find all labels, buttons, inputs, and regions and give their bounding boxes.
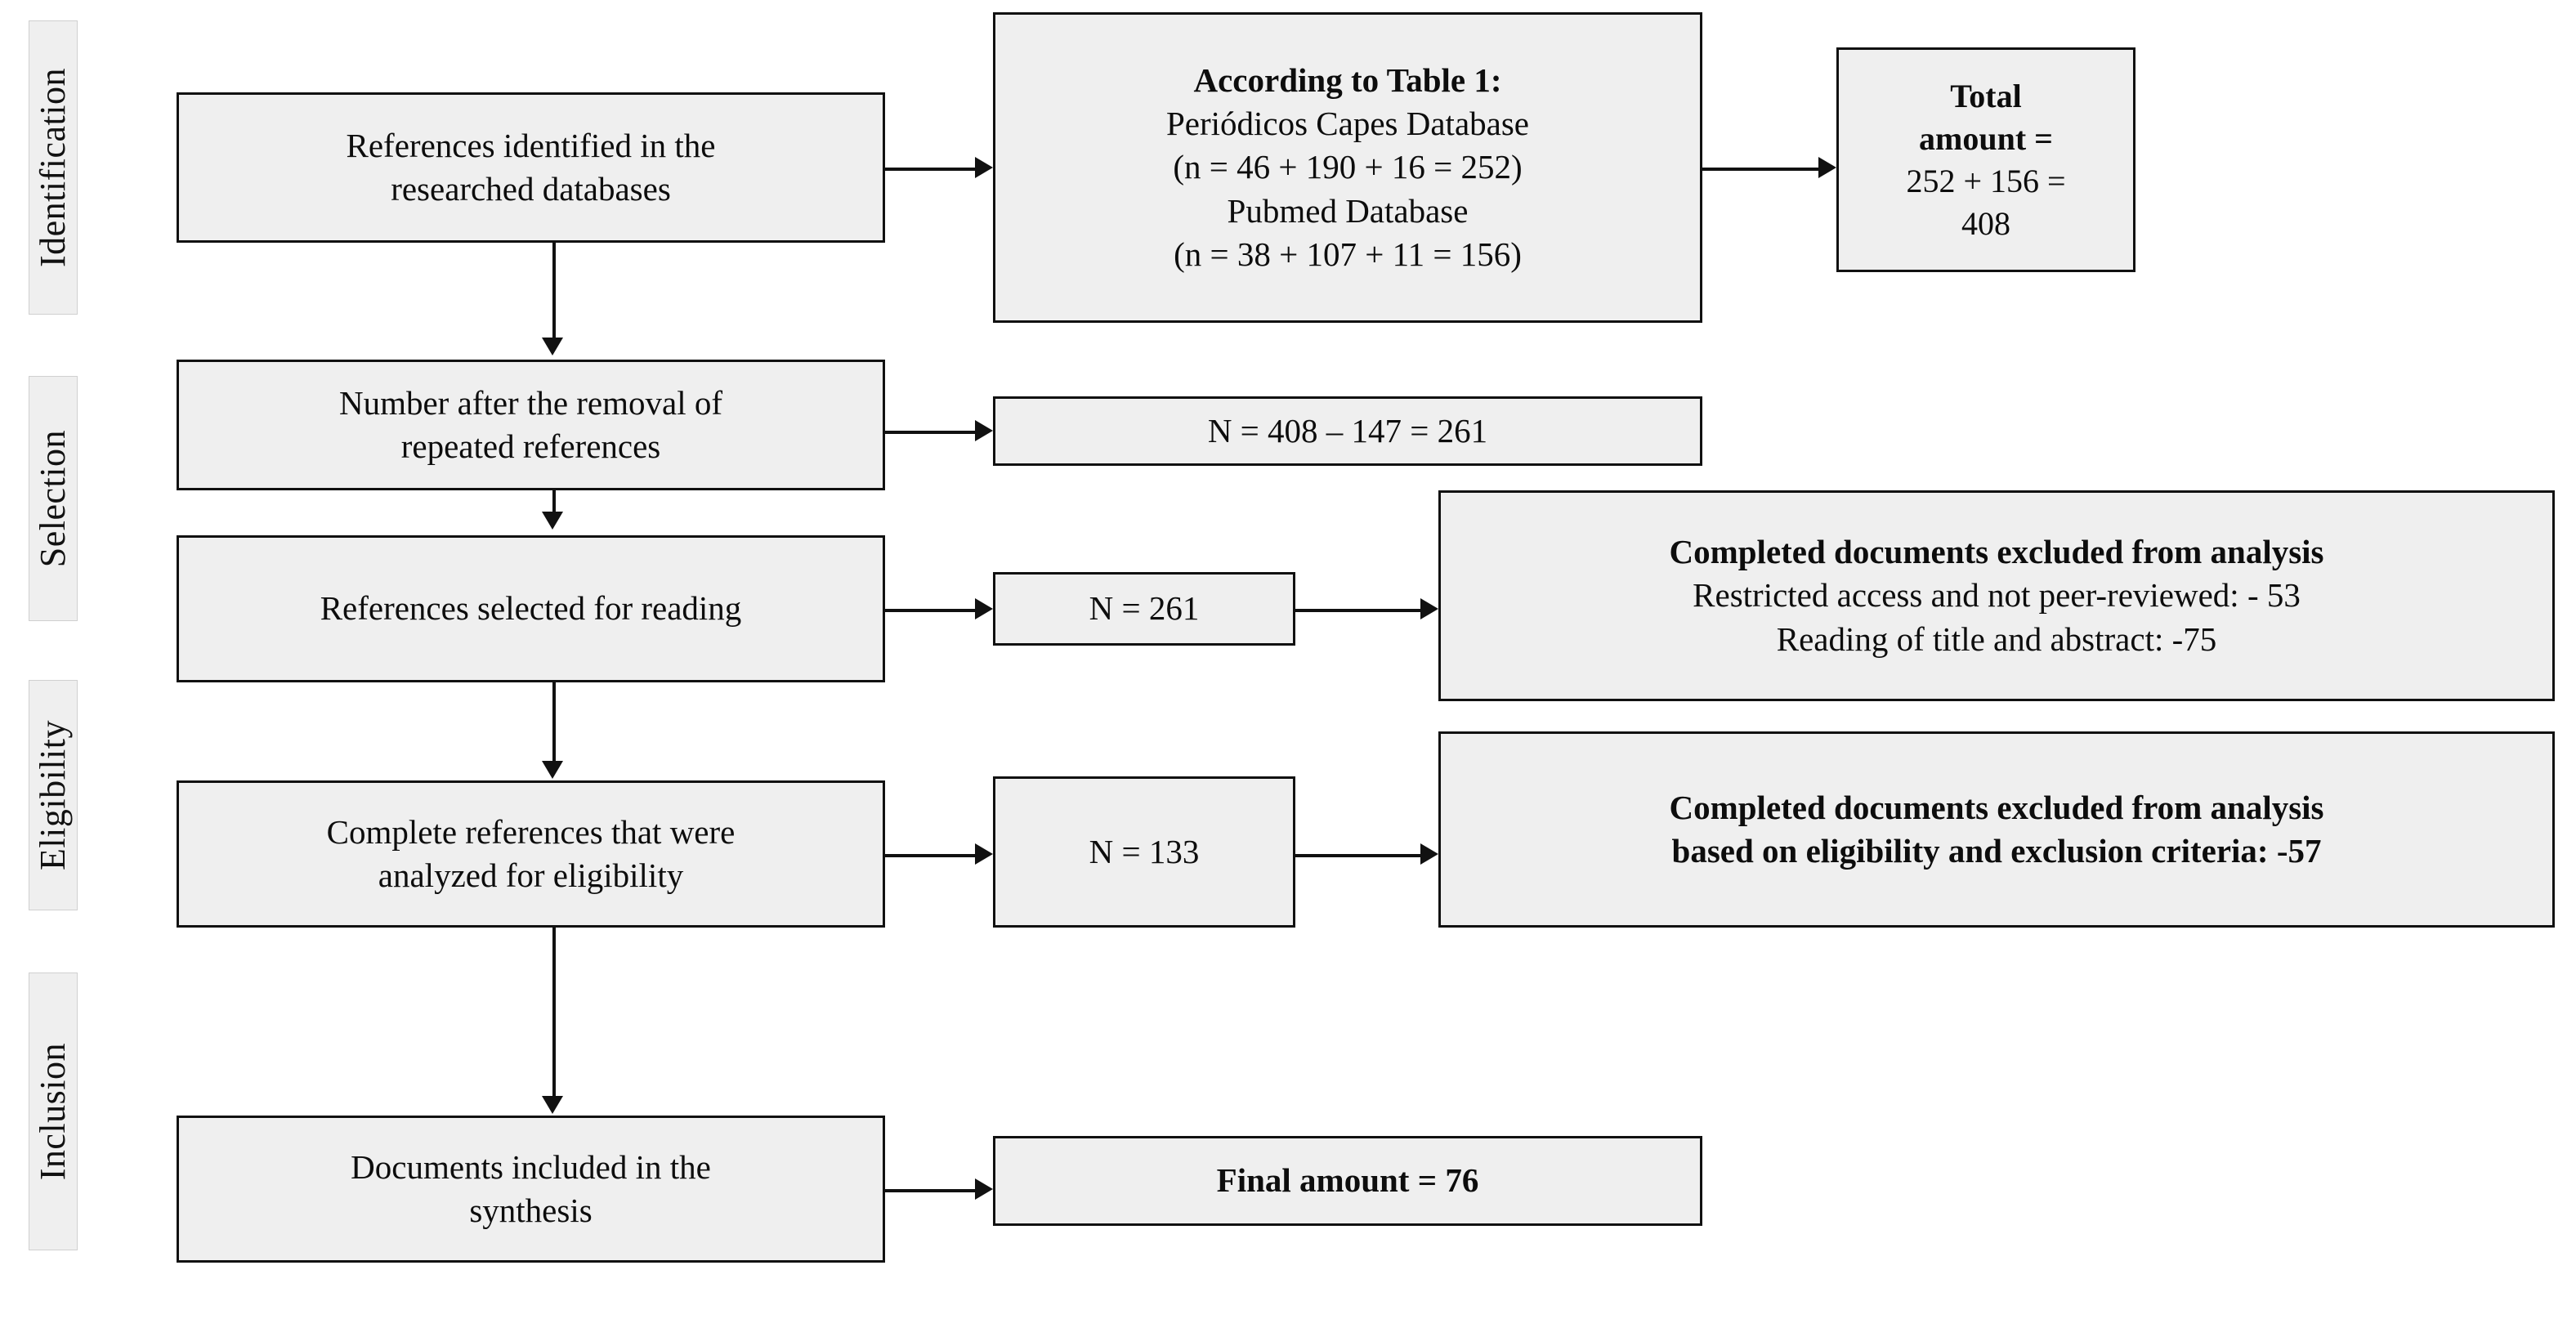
connector-eligibility-to-inclusion (552, 928, 556, 1098)
connector-count-to-excluded-selection (1295, 609, 1422, 612)
node-excluded-selection-line1: Completed documents excluded from analys… (1669, 533, 2324, 571)
connector-eligibility-to-count (885, 854, 977, 857)
phase-label-inclusion: Inclusion (29, 973, 78, 1250)
node-included-synthesis-line1: Documents included in the (351, 1147, 711, 1186)
node-according-to-table-line4: Pubmed Database (1227, 191, 1469, 230)
connector-selected-to-count (885, 609, 977, 612)
arrowhead-table-to-total (1818, 157, 1836, 178)
node-analyzed-eligibility-line2: analyzed for eligibility (378, 856, 684, 894)
phase-label-inclusion-text: Inclusion (33, 1042, 73, 1181)
node-analyzed-eligibility-line1: Complete references that were (326, 812, 736, 851)
phase-label-selection-text: Selection (33, 429, 73, 568)
arrowhead-identified-to-removal (542, 338, 563, 355)
node-according-to-table-line1: According to Table 1: (1193, 60, 1502, 99)
phase-label-identification-text: Identification (33, 67, 73, 267)
node-references-identified: References identified in the researched … (177, 92, 885, 243)
node-included-synthesis-line2: synthesis (469, 1192, 593, 1229)
node-references-identified-line2: researched databases (391, 170, 671, 208)
node-excluded-eligibility-line2: based on eligibility and exclusion crite… (1671, 832, 2322, 870)
node-according-to-table-line3: (n = 46 + 190 + 16 = 252) (1173, 148, 1523, 186)
node-excluded-eligibility-line1: Completed documents excluded from analys… (1669, 788, 2324, 826)
arrowhead-count-to-excluded-selection (1420, 598, 1438, 619)
node-after-removal: Number after the removal of repeated ref… (177, 360, 885, 490)
phase-label-identification: Identification (29, 20, 78, 315)
arrowhead-removal-to-selected (542, 512, 563, 530)
node-included-synthesis: Documents included in the synthesis (177, 1116, 885, 1263)
phase-label-eligibility-text: Eligibility (33, 720, 73, 870)
node-excluded-selection-line2: Restricted access and not peer-reviewed:… (1693, 576, 2301, 615)
arrowhead-removal-to-count (975, 420, 993, 441)
node-total-amount-line2: amount = (1919, 119, 2053, 157)
node-final-amount-line1: Final amount = 76 (1216, 1161, 1479, 1200)
node-according-to-table-line2: Periódicos Capes Database (1165, 105, 1530, 143)
node-final-amount: Final amount = 76 (993, 1136, 1702, 1226)
node-total-amount-line1: Total (1950, 77, 2022, 114)
connector-table-to-total (1702, 168, 1820, 171)
node-according-to-table-line5: (n = 38 + 107 + 11 = 156) (1174, 235, 1522, 273)
connector-identified-to-table (885, 168, 977, 171)
connector-count-to-excluded-eligibility (1295, 854, 1422, 857)
node-total-amount: Total amount = 252 + 156 = 408 (1836, 47, 2135, 272)
node-selected-for-reading-line1: References selected for reading (320, 589, 742, 628)
connector-removal-to-count (885, 431, 977, 434)
arrowhead-selected-to-count (975, 598, 993, 619)
connector-selected-to-eligibility (552, 682, 556, 762)
arrowhead-eligibility-to-count (975, 843, 993, 865)
arrowhead-count-to-excluded-eligibility (1420, 843, 1438, 865)
node-after-removal-count-line1: N = 408 – 147 = 261 (1207, 411, 1488, 449)
node-excluded-selection: Completed documents excluded from analys… (1438, 490, 2555, 701)
phase-label-eligibility: Eligibility (29, 680, 78, 910)
node-excluded-selection-line3: Reading of title and abstract: -75 (1776, 619, 2217, 658)
node-total-amount-line4: 408 (1961, 204, 2010, 242)
node-selected-count: N = 261 (993, 572, 1295, 646)
arrowhead-selected-to-eligibility (542, 761, 563, 779)
node-eligibility-count: N = 133 (993, 776, 1295, 928)
node-analyzed-eligibility: Complete references that were analyzed f… (177, 780, 885, 928)
phase-label-selection: Selection (29, 376, 78, 621)
node-eligibility-count-line1: N = 133 (1089, 832, 1200, 870)
node-after-removal-line1: Number after the removal of (338, 383, 723, 422)
node-total-amount-line3: 252 + 156 = (1906, 162, 2066, 199)
arrowhead-eligibility-to-inclusion (542, 1096, 563, 1114)
connector-identified-to-removal (552, 243, 556, 339)
arrowhead-identified-to-table (975, 157, 993, 178)
node-excluded-eligibility: Completed documents excluded from analys… (1438, 731, 2555, 928)
node-references-identified-line1: References identified in the (346, 126, 716, 164)
node-selected-for-reading: References selected for reading (177, 535, 885, 682)
node-selected-count-line1: N = 261 (1089, 589, 1200, 628)
node-according-to-table: According to Table 1: Periódicos Capes D… (993, 12, 1702, 323)
node-after-removal-line2: repeated references (400, 427, 661, 465)
arrowhead-synthesis-to-final (975, 1178, 993, 1200)
connector-removal-to-selected (552, 490, 556, 513)
node-after-removal-count: N = 408 – 147 = 261 (993, 396, 1702, 466)
connector-synthesis-to-final (885, 1189, 977, 1192)
